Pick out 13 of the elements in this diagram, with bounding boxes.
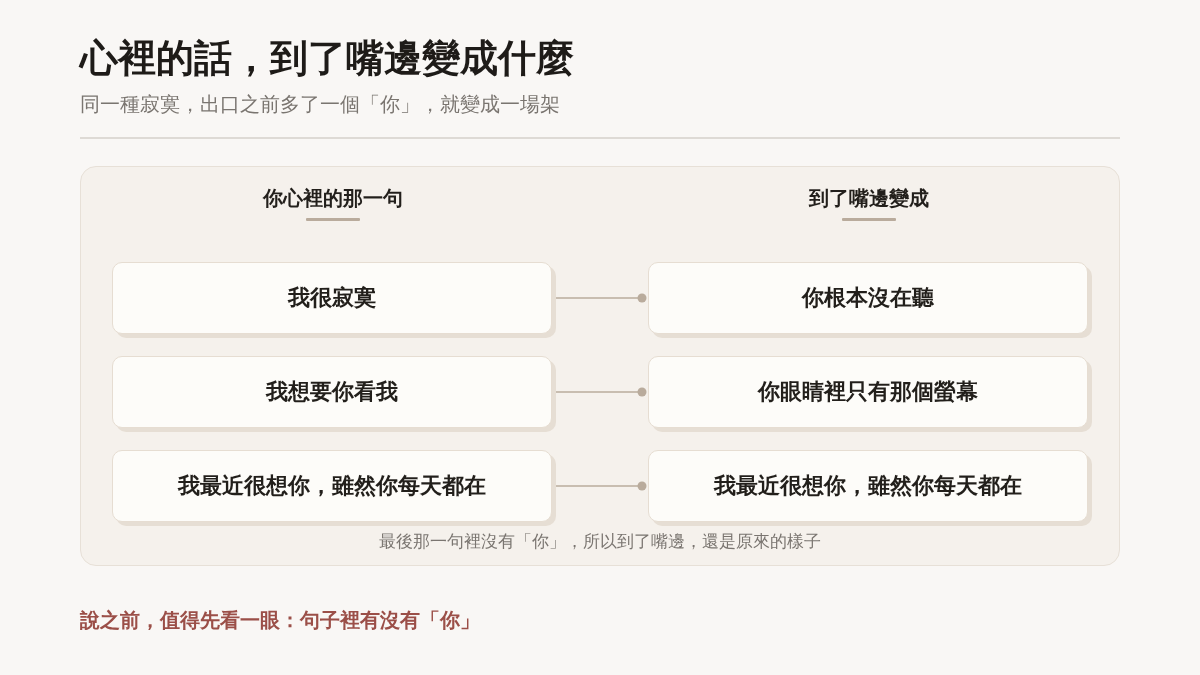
sentence: 我很寂寞	[288, 283, 376, 312]
footer-note: 說之前，值得先看一眼：句子裡有沒有「你」	[80, 607, 480, 634]
sentence: 我想要你看我	[266, 377, 398, 406]
note: 最後那一句裡沒有「你」，所以到了嘴邊，還是原來的樣子	[378, 530, 822, 553]
panel	[80, 166, 1120, 566]
sentence: 我最近很想你，雖然你每天都在	[178, 471, 486, 500]
sentence: 我最近很想你，雖然你每天都在	[714, 471, 1022, 500]
title: 心裡的話，到了嘴邊變成什麼	[80, 34, 574, 82]
sentence: 你根本沒在聽	[802, 283, 934, 312]
subtitle: 同一種寂寞，出口之前多了一個「你」，就變成一場架	[80, 91, 560, 118]
column-heading: 你心裡的那一句	[261, 185, 404, 212]
sentence: 你眼睛裡只有那個螢幕	[758, 377, 978, 406]
column-heading: 到了嘴邊變成	[808, 185, 930, 212]
